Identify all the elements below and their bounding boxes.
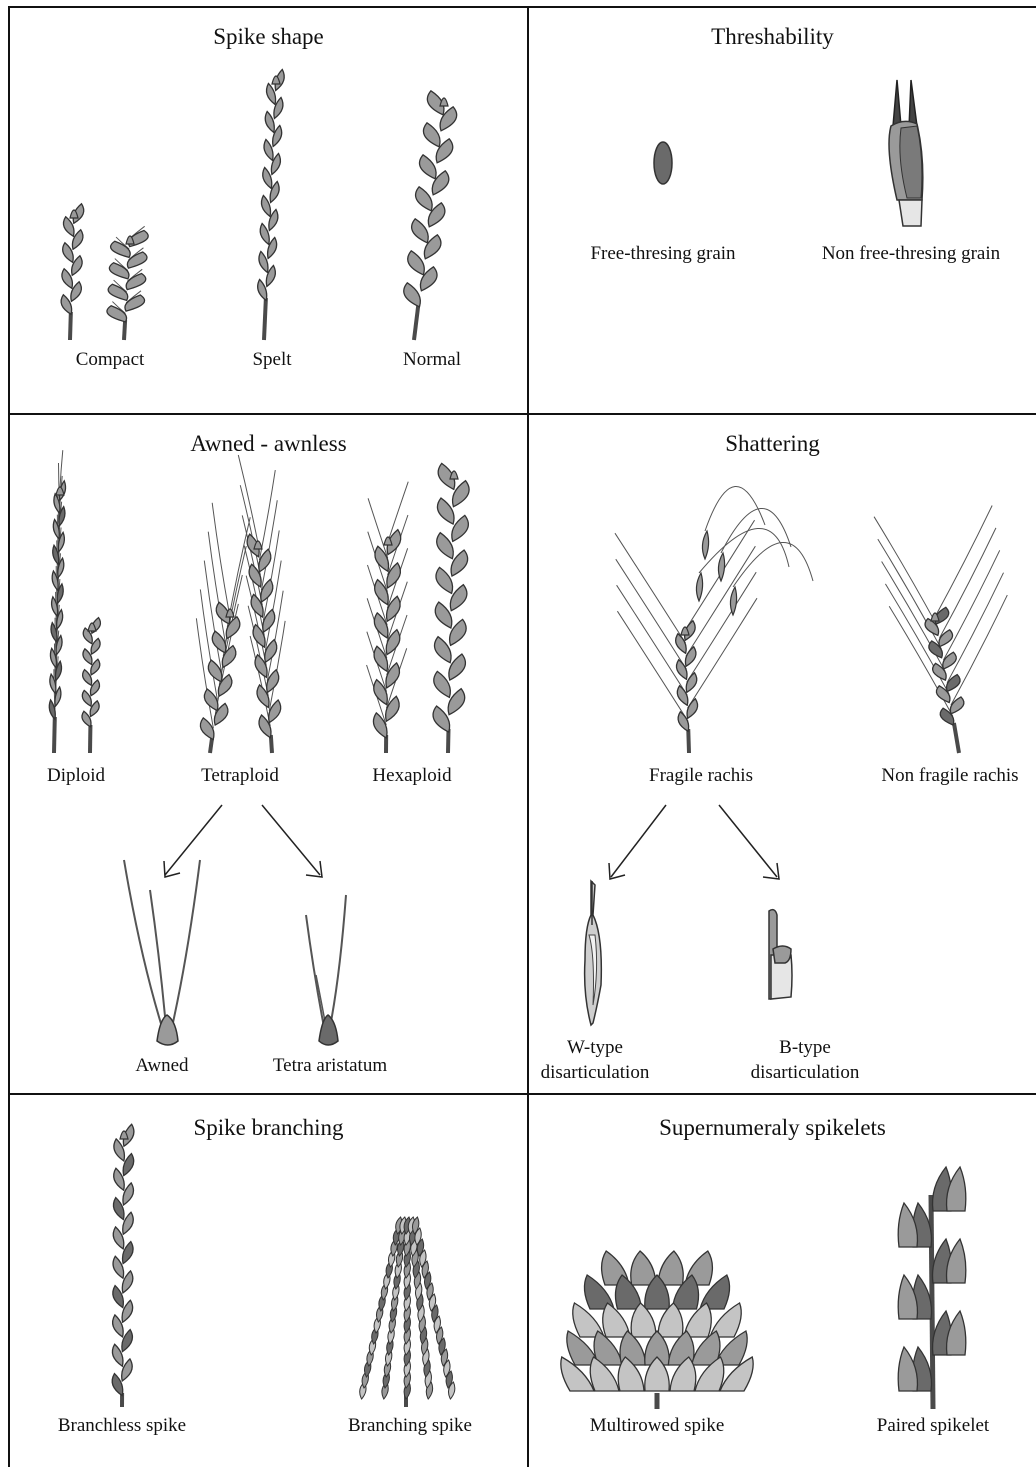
panel-threshability: Threshability Free-thresing grain Non fr… — [529, 8, 1036, 413]
diploid-awned-spike-icon — [49, 450, 65, 753]
hexaploid-awned-spike-icon — [367, 482, 409, 753]
branching-illustrations — [10, 1095, 527, 1467]
branching-spike-icon — [360, 1217, 455, 1407]
panel-spike-shape: Spike shape Compact Spelt Normal — [10, 8, 527, 413]
tetra-aristatum-spikelet-icon — [306, 895, 346, 1045]
free-threshing-grain-icon — [654, 142, 672, 184]
panel-supernumerary: Supernumeraly spikelets Multirowed spike… — [529, 1095, 1036, 1467]
arrow-to-w-type-icon — [609, 805, 666, 879]
shattering-illustrations — [529, 415, 1036, 1093]
awned-spikelet-icon — [124, 860, 200, 1045]
hexaploid-awnless-spike-icon — [433, 463, 469, 753]
spelt-spike-icon — [258, 69, 285, 340]
multirowed-spike-icon — [561, 1251, 753, 1409]
paired-spikelet-icon — [898, 1167, 966, 1409]
label-paired-spikelet: Paired spikelet — [865, 1413, 1001, 1438]
panel-spike-branching: Spike branching Branchless spike Branchi… — [10, 1095, 527, 1467]
arrow-to-awned-icon — [164, 805, 222, 877]
threshability-illustrations — [529, 8, 1036, 413]
label-awned: Awned — [122, 1053, 202, 1078]
panel-awned: Awned - awnless Diploid Tetraploid — [10, 415, 527, 1093]
w-type-disarticulation-icon — [585, 881, 602, 1025]
compact-spike-1-icon — [61, 204, 84, 340]
label-hexaploid: Hexaploid — [360, 763, 464, 788]
label-free-threshing: Free-thresing grain — [573, 241, 753, 266]
label-normal: Normal — [390, 347, 474, 372]
branchless-spike-icon — [112, 1124, 134, 1407]
diploid-awnless-spike-icon — [82, 618, 100, 753]
label-non-fragile-rachis: Non fragile rachis — [867, 763, 1033, 788]
supernumerary-illustrations — [529, 1095, 1036, 1467]
label-w-type: W-type — [545, 1035, 645, 1060]
label-multirowed-spike: Multirowed spike — [577, 1413, 737, 1438]
label-spelt: Spelt — [232, 347, 312, 372]
label-branching-spike: Branching spike — [330, 1413, 490, 1438]
tetraploid-awned-spike-icon — [196, 503, 250, 753]
b-type-disarticulation-icon — [769, 910, 792, 999]
label-tetraploid: Tetraploid — [190, 763, 290, 788]
label-b-type: B-type — [755, 1035, 855, 1060]
non-fragile-rachis-spike-icon — [874, 505, 1007, 753]
label-tetra-aristatum: Tetra aristatum — [256, 1053, 404, 1078]
label-branchless-spike: Branchless spike — [40, 1413, 204, 1438]
label-b-type-disarticulation: disarticulation — [739, 1060, 871, 1085]
panel-shattering: Shattering Fragile rachis Non fragile ra… — [529, 415, 1036, 1093]
label-diploid: Diploid — [36, 763, 116, 788]
tetraploid-awned-spike-2-icon — [238, 455, 285, 753]
compact-spike-2-icon — [107, 226, 148, 340]
label-w-type-disarticulation: disarticulation — [529, 1060, 661, 1085]
fragile-rachis-spike-icon — [615, 486, 813, 753]
arrow-to-b-type-icon — [719, 805, 779, 879]
arrow-to-tetra-aristatum-icon — [262, 805, 322, 877]
non-free-threshing-grain-icon — [889, 80, 923, 226]
normal-spike-icon — [404, 91, 457, 340]
label-non-free-threshing: Non free-thresing grain — [801, 241, 1021, 266]
awned-illustrations — [10, 415, 527, 1093]
label-compact: Compact — [62, 347, 158, 372]
label-fragile-rachis: Fragile rachis — [631, 763, 771, 788]
